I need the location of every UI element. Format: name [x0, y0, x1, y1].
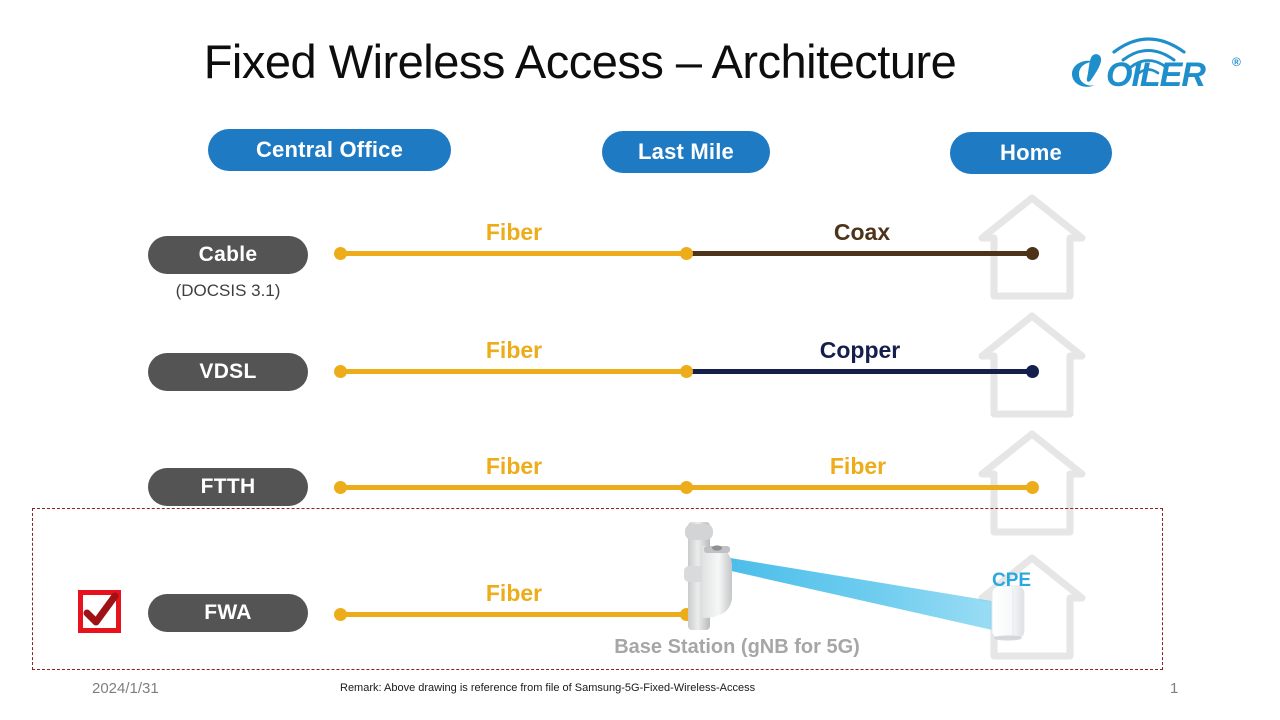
link-node-cable-end — [1026, 247, 1039, 260]
column-header-label: Last Mile — [638, 139, 734, 164]
link-segment-ftth-fiber-left — [340, 485, 688, 490]
link-node-vdsl-end — [1026, 365, 1039, 378]
link-segment-fwa-fiber — [340, 612, 688, 617]
house-icon-cable — [978, 192, 1086, 300]
page-title: Fixed Wireless Access – Architecture — [203, 35, 957, 88]
link-label-fwa-left: Fiber — [485, 580, 543, 606]
link-label-vdsl-right: Copper — [819, 337, 901, 363]
footer-remark: Remark: Above drawing is reference from … — [340, 682, 756, 694]
row-label-vdsl[interactable]: VDSL — [148, 353, 308, 391]
fwa-highlight-box — [32, 508, 1163, 670]
column-header-home[interactable]: Home — [950, 132, 1112, 174]
coiler-logo: OILER ® — [1062, 22, 1252, 98]
link-node-ftth-end — [1026, 481, 1039, 494]
svg-text:OILER: OILER — [1106, 56, 1206, 94]
link-node-ftth-mid — [680, 481, 693, 494]
link-node-vdsl-start — [334, 365, 347, 378]
link-label-ftth-left: Fiber — [485, 453, 543, 479]
row-label-text: FWA — [204, 601, 252, 624]
footer-page-number: 1 — [1170, 680, 1179, 697]
row-label-fwa[interactable]: FWA — [148, 594, 308, 632]
link-label-ftth-right: Fiber — [829, 453, 887, 479]
column-header-last-mile[interactable]: Last Mile — [602, 131, 770, 173]
base-station-icon — [672, 522, 764, 630]
link-label-vdsl-left: Fiber — [485, 337, 543, 363]
wireless-beam — [718, 548, 1018, 638]
link-segment-vdsl-fiber — [340, 369, 688, 374]
row-label-text: VDSL — [199, 360, 257, 383]
column-header-label: Home — [1000, 140, 1062, 165]
row-label-cable[interactable]: Cable — [148, 236, 308, 274]
row-sublabel-cable: (DOCSIS 3.1) — [175, 281, 281, 300]
link-node-fwa-start — [334, 608, 347, 621]
column-header-label: Central Office — [255, 137, 404, 162]
link-node-cable-start — [334, 247, 347, 260]
house-icon-ftth — [978, 428, 1086, 536]
fwa-checkbox[interactable] — [78, 590, 121, 633]
link-segment-cable-fiber — [340, 251, 688, 256]
row-label-text: Cable — [198, 243, 258, 266]
link-segment-cable-coax — [686, 251, 1034, 256]
cpe-label: CPE — [992, 570, 1032, 591]
link-label-cable-right: Coax — [833, 219, 891, 245]
link-node-ftth-start — [334, 481, 347, 494]
link-node-vdsl-mid — [680, 365, 693, 378]
house-icon-vdsl — [978, 310, 1086, 418]
column-header-central-office[interactable]: Central Office — [208, 129, 451, 171]
link-segment-vdsl-copper — [686, 369, 1034, 374]
svg-text:®: ® — [1232, 55, 1241, 69]
cpe-device-icon — [988, 584, 1028, 642]
row-label-text: FTTH — [200, 475, 256, 498]
footer-date: 2024/1/31 — [92, 680, 159, 697]
row-label-ftth[interactable]: FTTH — [148, 468, 308, 506]
link-segment-ftth-fiber-right — [686, 485, 1034, 490]
link-node-cable-mid — [680, 247, 693, 260]
link-label-cable-left: Fiber — [485, 219, 543, 245]
base-station-caption: Base Station (gNB for 5G) — [614, 636, 860, 658]
